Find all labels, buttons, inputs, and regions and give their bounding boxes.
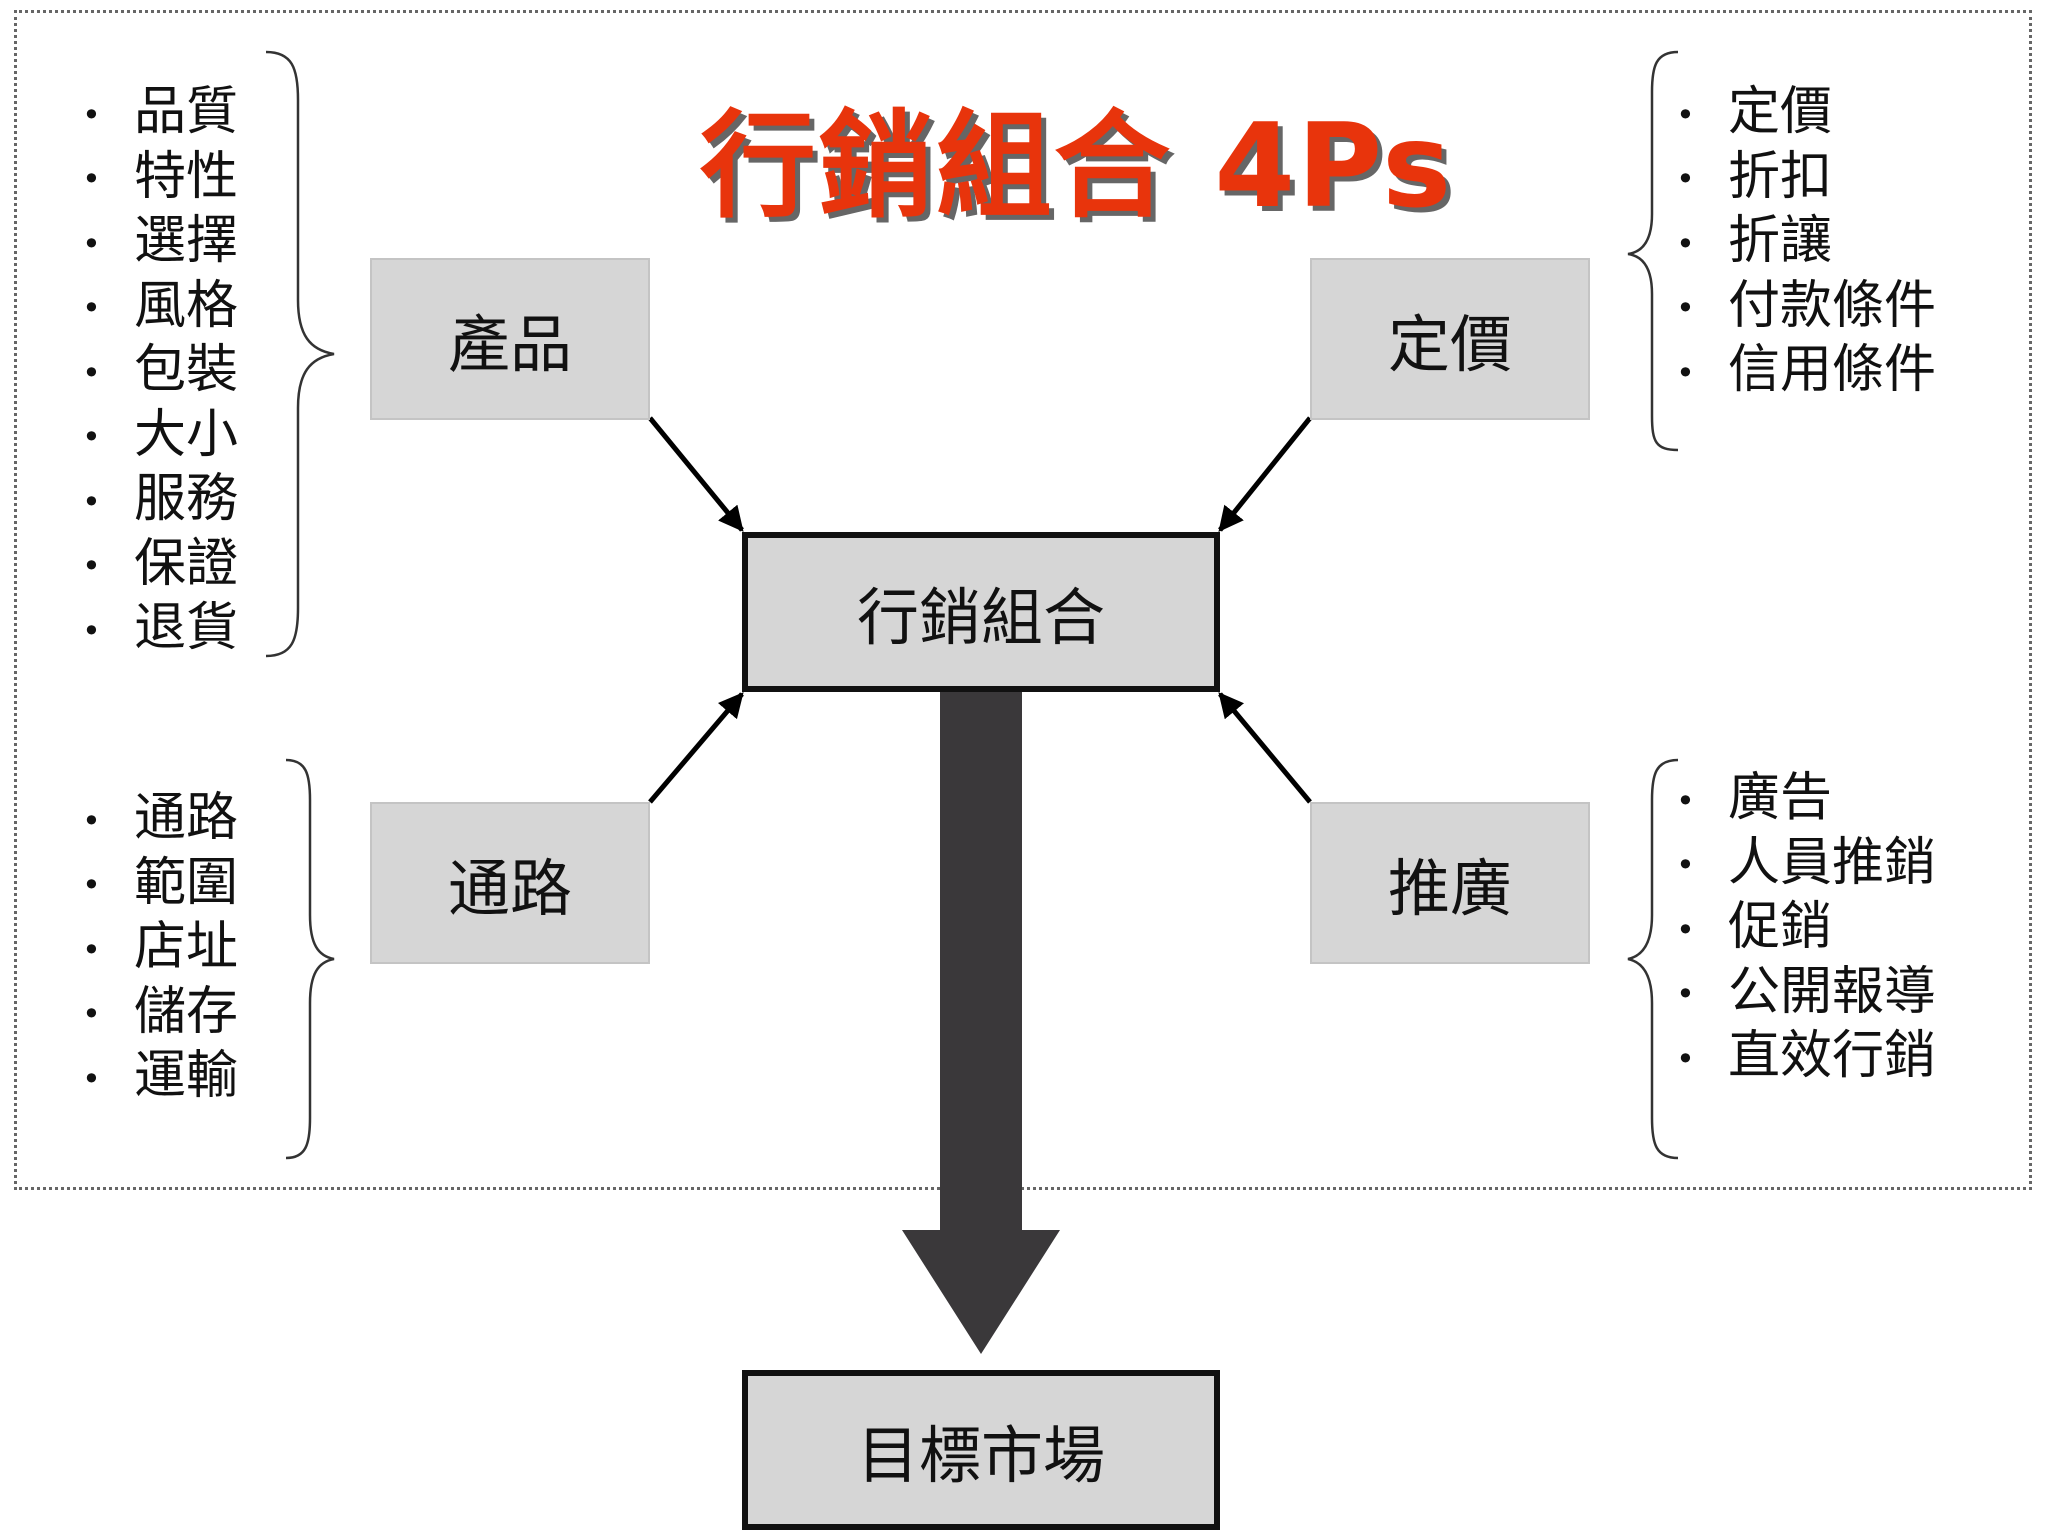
- price-list: 定價 折扣 折讓 付款條件 信用條件: [1670, 80, 1936, 403]
- brace-price: [1627, 50, 1679, 452]
- arrow-place-to-mix: [648, 692, 744, 804]
- list-item: 折讓: [1670, 209, 1936, 274]
- list-item: 特性: [76, 145, 238, 210]
- price-box: 定價: [1310, 258, 1590, 420]
- brace-promotion: [1627, 758, 1679, 1160]
- diagram-title: 行銷組合 4Ps: [700, 99, 1454, 234]
- list-item: 服務: [76, 467, 238, 532]
- list-item: 廣告: [1670, 766, 1936, 831]
- list-item: 範圍: [76, 851, 238, 916]
- target-market-box: 目標市場: [742, 1370, 1220, 1530]
- list-item: 通路: [76, 786, 238, 851]
- list-item: 促銷: [1670, 895, 1936, 960]
- list-item: 定價: [1670, 80, 1936, 145]
- brace-place: [285, 758, 335, 1160]
- place-box: 通路: [370, 802, 650, 964]
- list-item: 選擇: [76, 209, 238, 274]
- list-item: 店址: [76, 915, 238, 980]
- marketing-mix-box: 行銷組合: [742, 532, 1220, 692]
- list-item: 保證: [76, 532, 238, 597]
- list-item: 退貨: [76, 596, 238, 661]
- list-item: 付款條件: [1670, 274, 1936, 339]
- list-item: 運輸: [76, 1044, 238, 1109]
- diagram-frame: [14, 10, 2032, 1190]
- arrow-promotion-to-mix: [1218, 692, 1312, 804]
- brace-product: [265, 50, 335, 658]
- list-item: 人員推銷: [1670, 831, 1936, 896]
- promotion-list: 廣告 人員推銷 促銷 公開報導 直效行銷: [1670, 766, 1936, 1089]
- arrow-price-to-mix: [1218, 416, 1312, 532]
- list-item: 公開報導: [1670, 960, 1936, 1025]
- place-list: 通路 範圍 店址 儲存 運輸: [76, 786, 238, 1109]
- product-box: 產品: [370, 258, 650, 420]
- target-big-arrow: [902, 692, 1060, 1354]
- list-item: 儲存: [76, 980, 238, 1045]
- promotion-box: 推廣: [1310, 802, 1590, 964]
- list-item: 包裝: [76, 338, 238, 403]
- product-list: 品質 特性 選擇 風格 包裝 大小 服務 保證 退貨: [76, 80, 238, 661]
- arrow-product-to-mix: [648, 416, 744, 532]
- list-item: 大小: [76, 403, 238, 468]
- list-item: 直效行銷: [1670, 1024, 1936, 1089]
- list-item: 信用條件: [1670, 338, 1936, 403]
- list-item: 品質: [76, 80, 238, 145]
- list-item: 折扣: [1670, 145, 1936, 210]
- list-item: 風格: [76, 274, 238, 339]
